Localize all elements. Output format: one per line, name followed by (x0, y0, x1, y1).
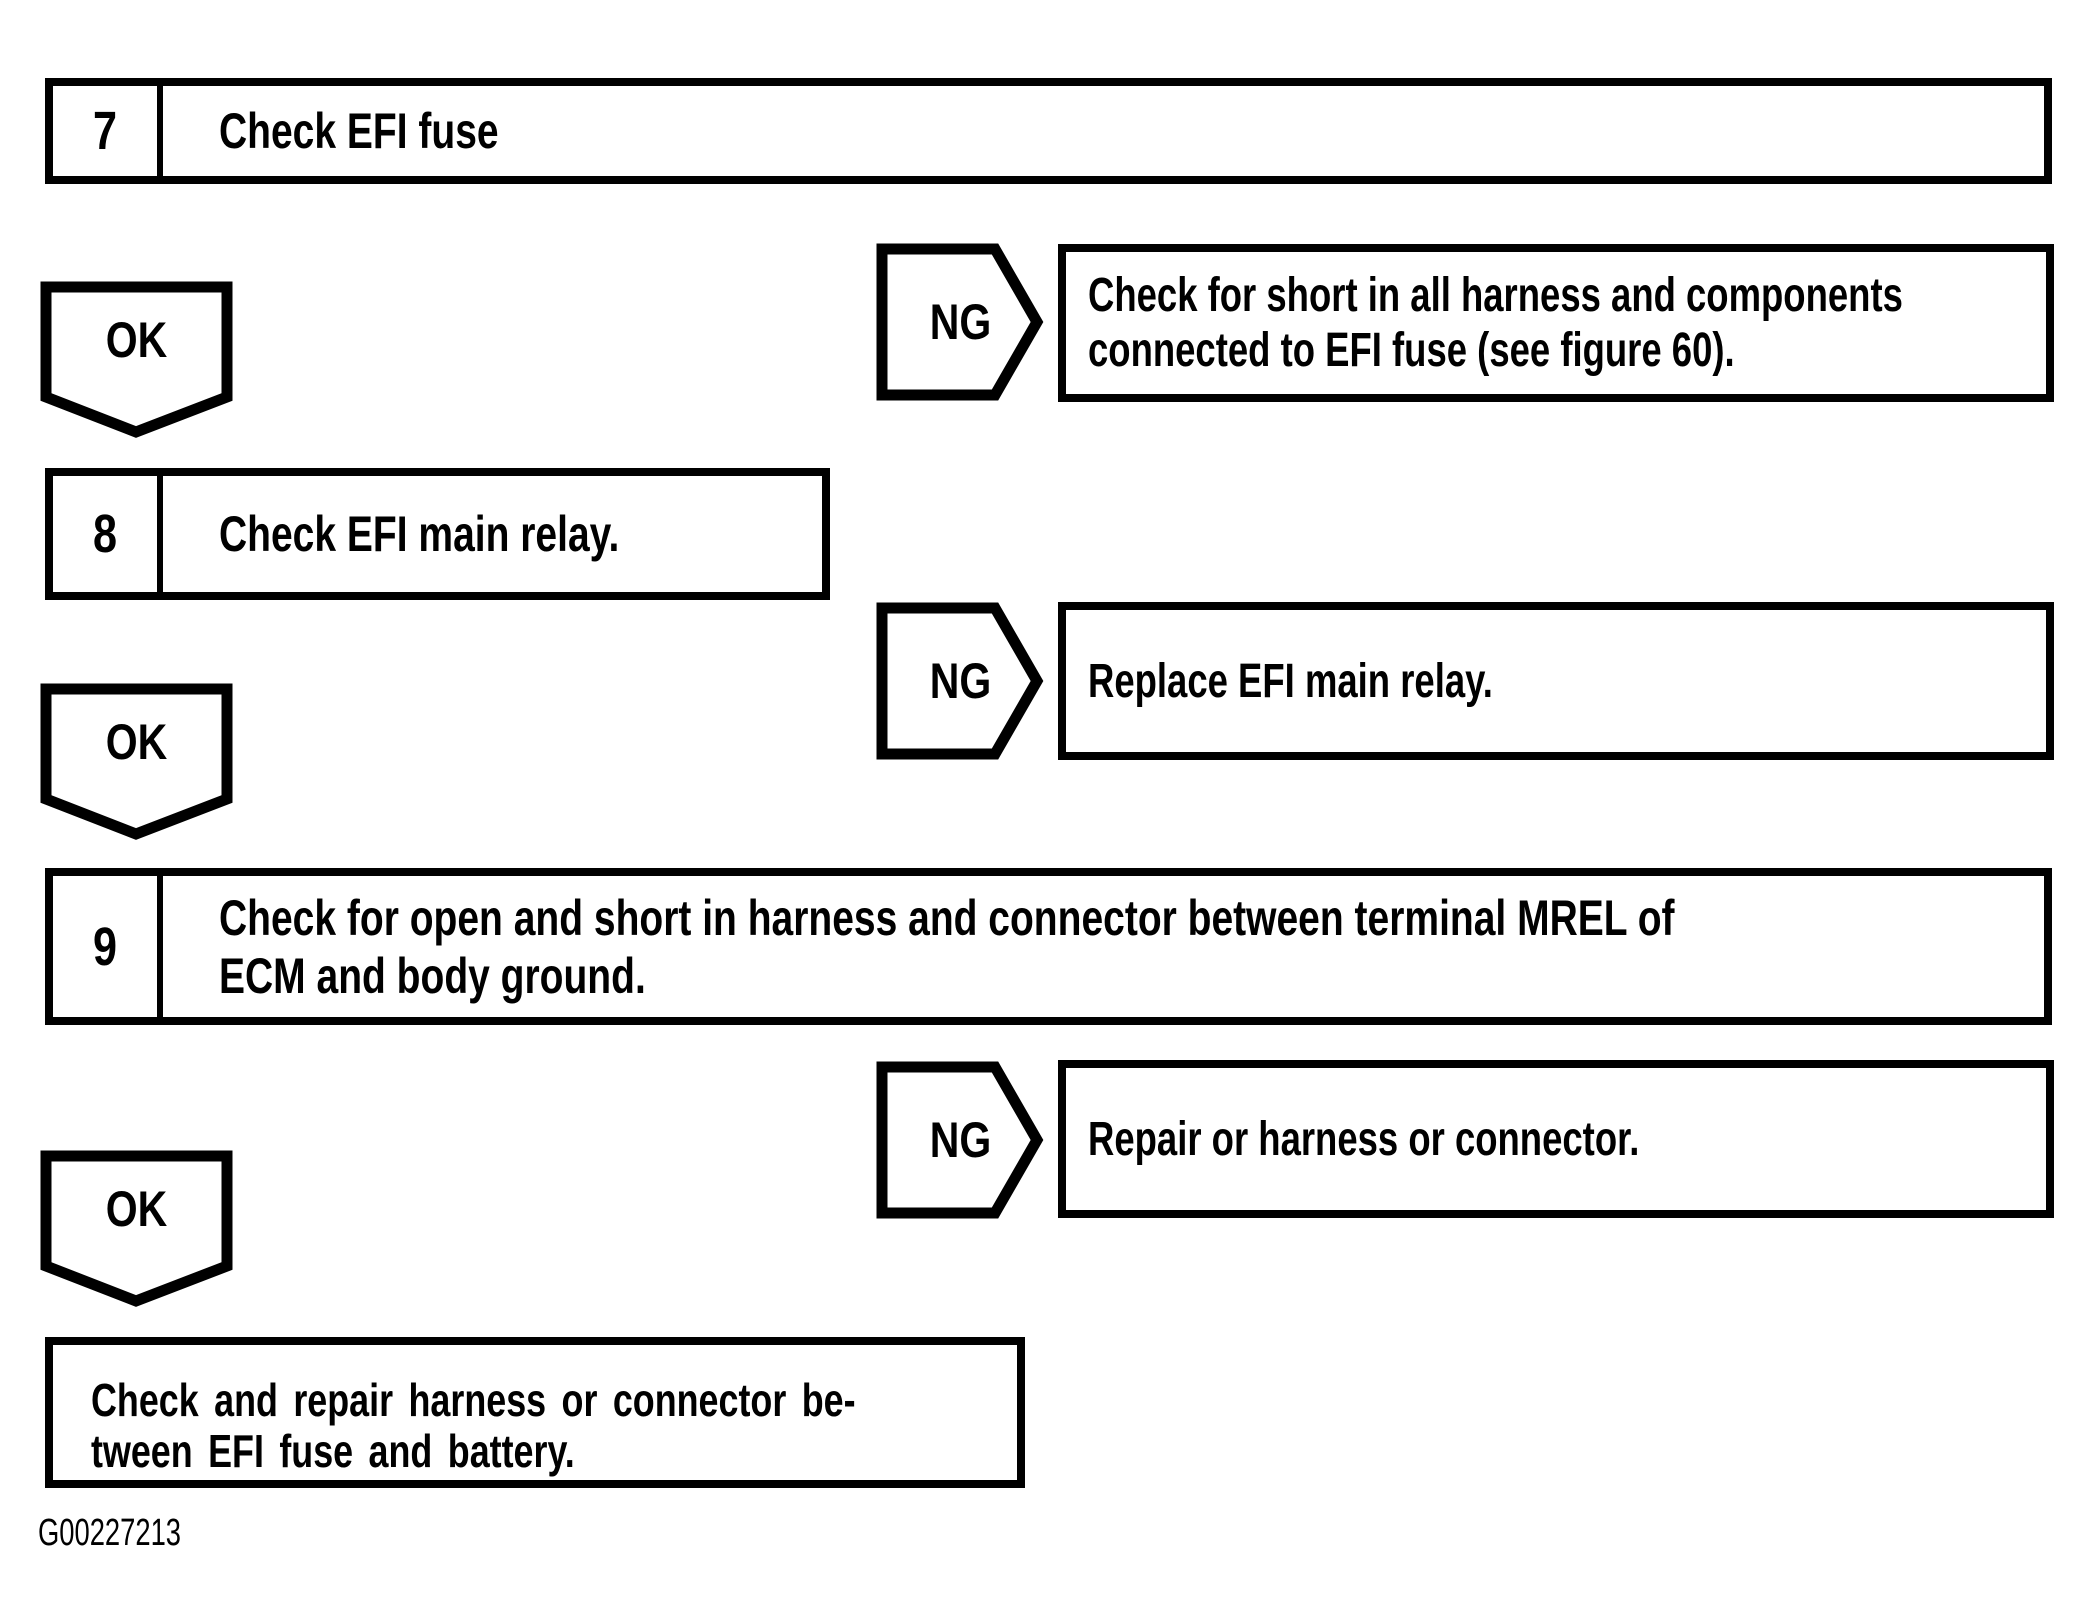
ok-arrow-icon (40, 683, 233, 840)
ng-connector: NG (876, 243, 1044, 401)
ok-arrow-icon (40, 1150, 233, 1307)
ok-label: OK (105, 714, 168, 770)
step-instruction: Check for open and short in harness and … (163, 876, 2085, 1017)
ng-connector: NG (876, 1061, 1044, 1219)
step-number-text: 7 (92, 101, 118, 161)
ng-label: NG (929, 1112, 991, 1168)
step-instruction: Check EFI main relay. (163, 476, 822, 592)
step-number-text: 8 (92, 504, 118, 564)
step-text-line: ECM and body ground. (219, 947, 646, 1004)
terminal-text-line: Check and repair harness or connector be… (91, 1374, 856, 1426)
ok-connector: OK (40, 281, 233, 439)
terminal-text-line: tween EFI fuse and battery. (91, 1425, 575, 1477)
ng-label: NG (929, 294, 991, 350)
terminal-box: Check and repair harness or connector be… (45, 1337, 1025, 1488)
result-box-3: Repair or harness or connector. (1058, 1060, 2054, 1218)
result-box-1: Check for short in all harness and compo… (1058, 244, 2054, 402)
step-text-line: Check EFI main relay. (219, 506, 620, 562)
step-box-9: 9 Check for open and short in harness an… (45, 868, 2052, 1025)
step-number: 7 (53, 86, 163, 176)
step-text-line: Check EFI fuse (219, 103, 499, 159)
step-number-text: 9 (92, 916, 118, 977)
ok-arrow-icon (40, 281, 233, 438)
ng-arrow-icon (876, 602, 1044, 760)
step-number: 9 (53, 876, 163, 1017)
result-text-line: Repair or harness or connector. (1088, 1112, 1640, 1166)
ng-label: NG (929, 653, 991, 709)
figure-id-caption: G00227213 (38, 1512, 182, 1554)
step-box-7: 7 Check EFI fuse (45, 78, 2052, 184)
step-number: 8 (53, 476, 163, 592)
step-box-8: 8 Check EFI main relay. (45, 468, 830, 600)
result-text-line: Replace EFI main relay. (1088, 654, 1493, 708)
result-text-line: connected to EFI fuse (see figure 60). (1088, 324, 1735, 377)
ok-connector: OK (40, 1150, 233, 1308)
step-text-line: Check for open and short in harness and … (219, 889, 1675, 946)
ng-arrow-icon (876, 243, 1044, 401)
result-text-line: Check for short in all harness and compo… (1088, 269, 1903, 322)
ok-label: OK (105, 312, 168, 368)
ng-connector: NG (876, 602, 1044, 760)
ok-connector: OK (40, 683, 233, 841)
ng-arrow-icon (876, 1061, 1044, 1219)
result-box-2: Replace EFI main relay. (1058, 602, 2054, 760)
ok-label: OK (105, 1181, 168, 1237)
step-instruction: Check EFI fuse (163, 86, 2044, 176)
